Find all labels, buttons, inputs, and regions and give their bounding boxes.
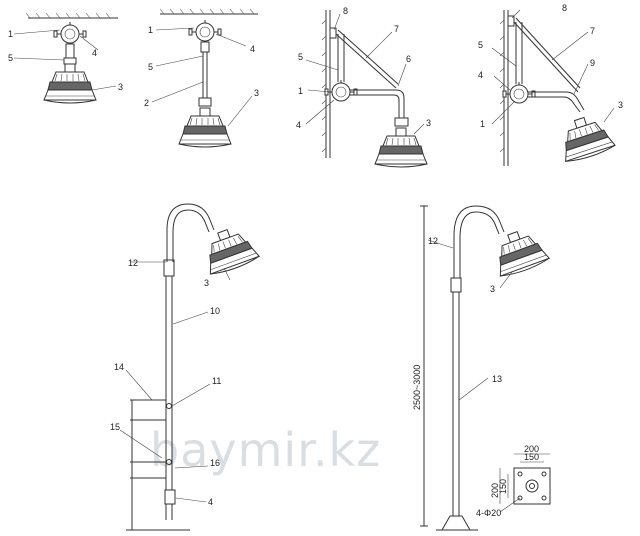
- label-12: 12: [428, 236, 438, 246]
- label-16: 16: [210, 458, 220, 468]
- label-4: 4: [296, 120, 301, 130]
- label-13: 13: [492, 374, 502, 384]
- label-3: 3: [204, 278, 209, 288]
- base-holes: 4-Φ20: [476, 508, 501, 518]
- label-1: 1: [148, 25, 153, 35]
- label-6: 6: [406, 54, 411, 64]
- figure-wall-angled: 8 7 5 9 4 1 3: [478, 3, 623, 166]
- label-7: 7: [590, 26, 595, 36]
- label-1: 1: [8, 29, 13, 39]
- label-12: 12: [128, 258, 138, 268]
- label-5: 5: [148, 62, 153, 72]
- label-2: 2: [144, 98, 149, 108]
- label-3: 3: [118, 82, 123, 92]
- label-8: 8: [562, 3, 567, 13]
- label-5: 5: [298, 52, 303, 62]
- base-height-outer: 200: [490, 483, 500, 498]
- base-width-outer: 200: [524, 444, 539, 454]
- label-8: 8: [343, 6, 348, 16]
- figure-pole-ground: 2500~3000 12 3 13 20: [412, 205, 551, 531]
- base-plate-detail: 200 150 200 150 4-Φ20: [476, 444, 551, 518]
- figure-pole-railing: 12 3 10 14 11 15 16 4: [110, 203, 261, 531]
- label-11: 11: [212, 376, 221, 386]
- label-3: 3: [618, 100, 623, 110]
- label-3: 3: [426, 118, 431, 128]
- watermark-text: baymir.kz: [150, 423, 381, 477]
- label-4: 4: [250, 44, 255, 54]
- figure-wall-bracket: 8 7 5 6 1 4 3: [296, 6, 431, 168]
- label-10: 10: [210, 306, 220, 316]
- label-3: 3: [254, 88, 259, 98]
- label-4: 4: [478, 70, 483, 80]
- label-3: 3: [490, 284, 495, 294]
- height-dimension: 2500~3000: [412, 365, 422, 410]
- label-5: 5: [8, 53, 13, 63]
- label-1: 1: [480, 119, 485, 129]
- base-width-inner: 150: [524, 452, 539, 462]
- label-5: 5: [478, 40, 483, 50]
- label-1: 1: [298, 86, 303, 96]
- label-4: 4: [92, 48, 97, 58]
- label-9: 9: [590, 58, 595, 68]
- label-15: 15: [110, 422, 120, 432]
- label-7: 7: [394, 24, 399, 34]
- label-4: 4: [208, 497, 213, 507]
- figure-ceiling-short: 1 4 5 3: [8, 12, 123, 104]
- label-14: 14: [114, 362, 124, 372]
- figure-ceiling-pendant: 1 4 5 2 3: [144, 8, 259, 148]
- base-height-inner: 150: [498, 479, 508, 494]
